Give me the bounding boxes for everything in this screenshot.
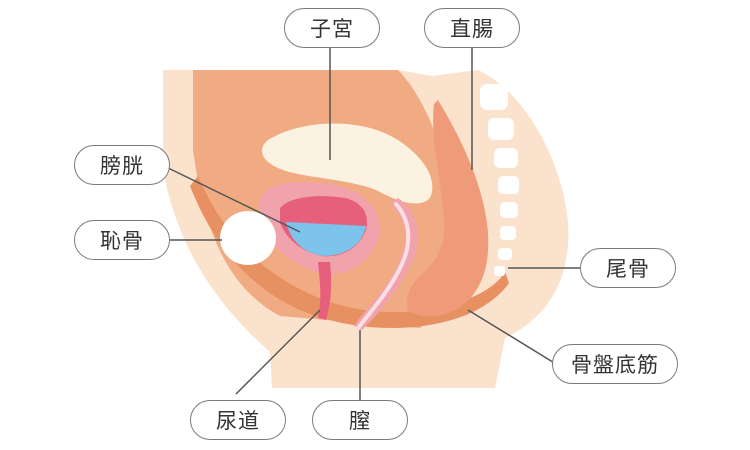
label-urethra: 尿道	[190, 400, 286, 440]
bladder-urine	[286, 222, 366, 256]
label-pelvic-floor: 骨盤底筋	[552, 344, 678, 384]
leader-bladder	[161, 164, 301, 233]
rectum	[406, 100, 489, 317]
urethra	[318, 262, 332, 320]
leader-urethra	[235, 309, 321, 395]
label-bladder: 膀胱	[74, 145, 170, 185]
pelvic-floor-muscle	[190, 176, 509, 329]
uterus	[262, 123, 433, 204]
vagina-lining	[356, 202, 411, 330]
leader-pelvic-floor	[467, 309, 557, 365]
vagina-canal	[354, 198, 419, 330]
pubic-bone	[220, 211, 276, 265]
label-vagina: 膣	[312, 400, 408, 440]
label-coccyx: 尾骨	[580, 248, 676, 288]
label-pubic-bone: 恥骨	[74, 220, 170, 260]
label-uterus: 子宮	[284, 8, 380, 48]
spine	[480, 84, 519, 276]
leader-lines	[161, 48, 580, 400]
label-rectum: 直腸	[424, 8, 520, 48]
